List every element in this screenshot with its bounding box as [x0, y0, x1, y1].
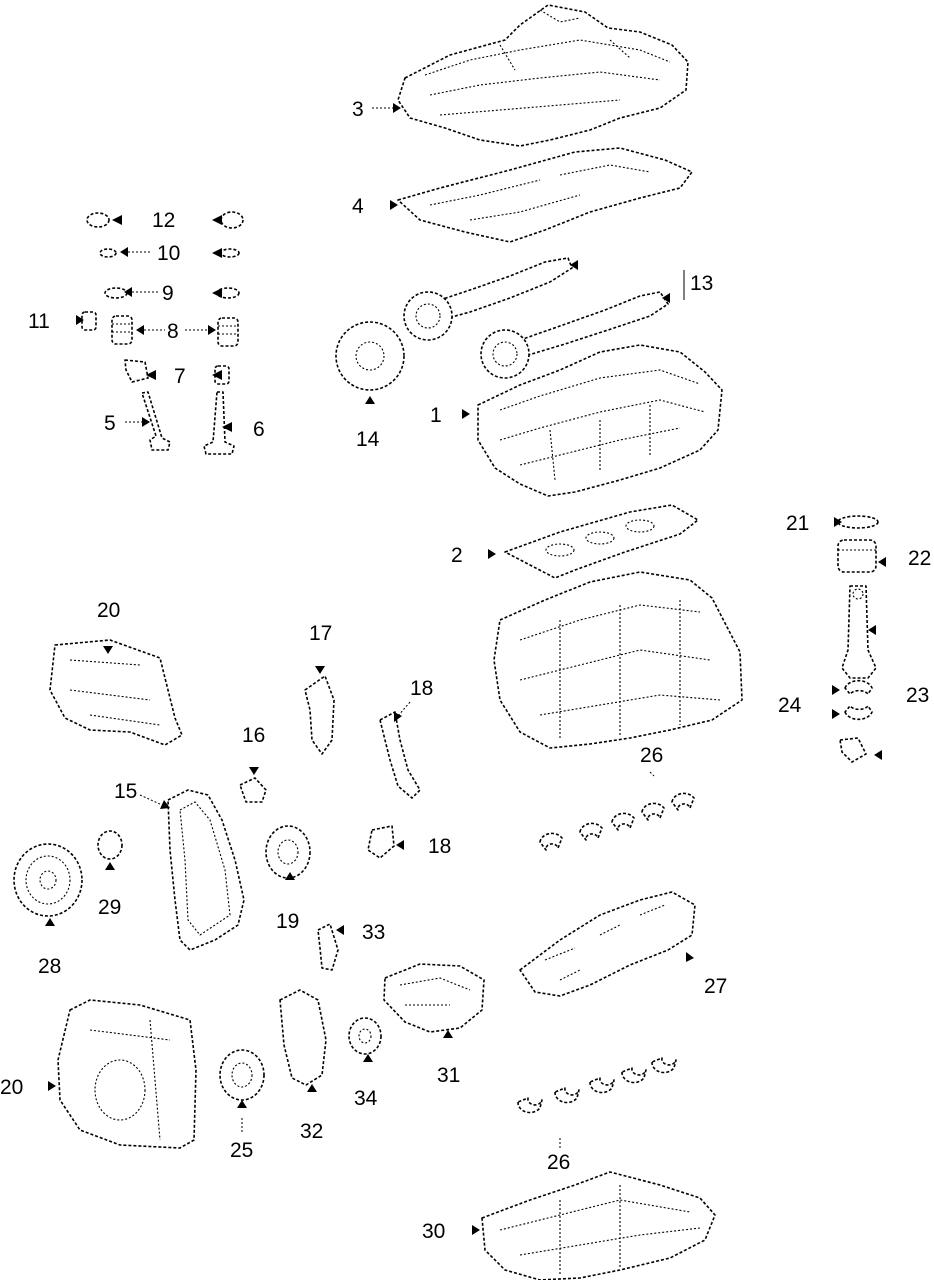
- part-16-chain-tensioner: [239, 777, 267, 803]
- part-14-cam-sprocket: [335, 321, 405, 391]
- part-5-intake-valve: [141, 391, 171, 451]
- callout-4: 4: [352, 195, 364, 218]
- callout-33: 33: [362, 921, 385, 944]
- part-15-timing-chain: [167, 789, 245, 951]
- leader-lines: [45, 103, 886, 1235]
- part-12-valve-keepers: [86, 211, 244, 229]
- callout-11: 11: [28, 310, 50, 333]
- part-27-crankshaft: [519, 891, 696, 997]
- callout-10: 10: [157, 242, 180, 265]
- callout-18-lower: 18: [428, 835, 451, 858]
- callout-30: 30: [422, 1220, 445, 1243]
- callout-7: 7: [174, 365, 186, 388]
- part-2-head-gasket: [504, 504, 699, 579]
- part-1-cylinder-head: [477, 344, 723, 497]
- callout-12: 12: [152, 209, 175, 232]
- callout-5: 5: [104, 412, 116, 435]
- callout-20-lower: 20: [0, 1076, 23, 1099]
- part-32-oil-pump-chain: [279, 989, 327, 1086]
- part-30-oil-pan: [481, 1171, 716, 1280]
- part-20-timing-cover-upper: [49, 639, 183, 746]
- callout-18-upper: 18: [410, 677, 433, 700]
- callout-23: 23: [906, 684, 929, 707]
- callout-21: 21: [786, 512, 809, 535]
- callout-3: 3: [352, 98, 364, 121]
- part-4-gasket: [397, 147, 693, 243]
- callout-24: 24: [778, 694, 802, 717]
- callout-32: 32: [300, 1120, 323, 1143]
- part-28-crankshaft-pulley: [13, 843, 83, 917]
- callout-2: 2: [451, 544, 463, 567]
- part-17-chain-guide: [304, 675, 335, 755]
- part-33-oil-pump-chain-guide: [317, 923, 339, 971]
- callout-25: 25: [230, 1139, 253, 1162]
- callout-16: 16: [242, 724, 265, 747]
- part-31-oil-pump: [383, 963, 485, 1033]
- callout-26-lower: 26: [547, 1151, 570, 1174]
- part-20-front-cover-lower: [57, 999, 197, 1149]
- part-26-main-bearings-lower: [517, 1057, 677, 1114]
- part-8-valve-springs: [111, 315, 239, 347]
- part-10-valve-retainers: [99, 248, 240, 258]
- part-24-rod-bearings: [839, 679, 873, 763]
- callout-1: 1: [430, 404, 442, 427]
- callout-15: 15: [114, 780, 137, 803]
- callout-31: 31: [437, 1064, 460, 1087]
- callout-22: 22: [908, 547, 931, 570]
- callout-13: 13: [690, 272, 713, 295]
- part-18-tensioner-bracket: [367, 825, 395, 859]
- part-18-tensioner-arm: [379, 711, 421, 799]
- part-34-oil-pump-sprocket: [348, 1017, 382, 1055]
- part-11-valve-seal: [81, 311, 97, 331]
- callout-27: 27: [704, 975, 727, 998]
- callout-numbers: 3 4 12 10 9 11 8 7 5 6 13 14 1 2 21 22 2…: [0, 98, 931, 1243]
- callout-29: 29: [98, 896, 121, 919]
- part-23-connecting-rod: [841, 585, 877, 679]
- callout-9: 9: [162, 282, 174, 305]
- part-13-camshafts: [403, 257, 685, 379]
- part-26-engine-block: [493, 571, 743, 749]
- callout-8: 8: [167, 320, 179, 343]
- part-21-piston-rings: [837, 515, 879, 529]
- callout-19: 19: [276, 910, 299, 933]
- callout-34: 34: [354, 1087, 378, 1110]
- callout-14: 14: [356, 428, 380, 451]
- part-19-idler-gear: [265, 825, 311, 879]
- callout-26-upper: 26: [640, 744, 663, 767]
- callout-28: 28: [38, 955, 61, 978]
- callout-6: 6: [253, 418, 265, 441]
- part-29-crank-sprocket-small: [97, 830, 123, 860]
- part-25-front-seal: [219, 1049, 265, 1101]
- part-6-exhaust-valve: [203, 391, 235, 455]
- callout-20-upper: 20: [97, 599, 120, 622]
- part-3-upper-cover: [397, 4, 689, 147]
- part-26-main-bearings-upper: [539, 792, 695, 851]
- callout-17: 17: [309, 622, 332, 645]
- part-22-piston: [837, 539, 877, 573]
